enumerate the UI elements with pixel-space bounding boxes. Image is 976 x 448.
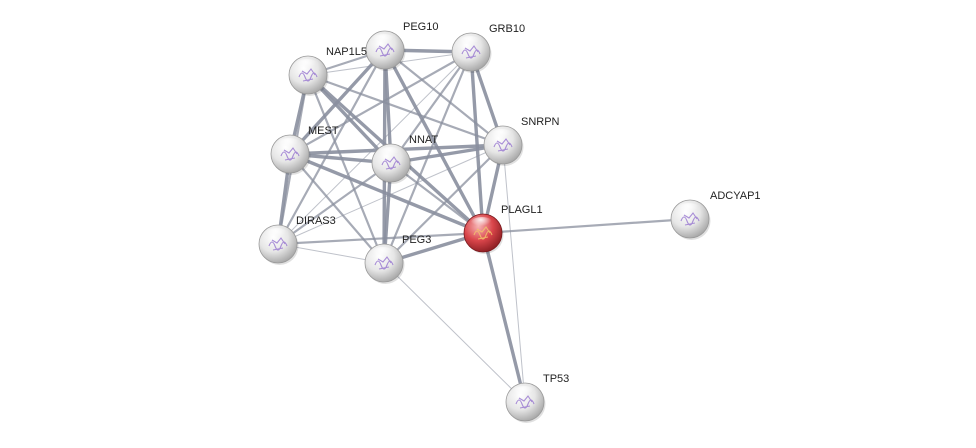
node-peg10[interactable]: PEG10 bbox=[365, 21, 438, 71]
node-label: ADCYAP1 bbox=[710, 190, 761, 202]
node-label: SNRPN bbox=[521, 116, 560, 128]
edge-snrpn-peg3[interactable] bbox=[382, 143, 505, 265]
edge-nap1l5-peg3[interactable] bbox=[306, 73, 386, 265]
edge-peg3-tp53[interactable] bbox=[383, 262, 526, 403]
edge-plagl1-diras3[interactable] bbox=[276, 231, 485, 246]
edge-peg10-snrpn[interactable] bbox=[383, 48, 505, 147]
node-grb10[interactable]: GRB10 bbox=[451, 23, 525, 73]
node-gloss bbox=[277, 138, 301, 152]
edge-nnat-diras3[interactable] bbox=[276, 161, 393, 246]
node-label: NAP1L5 bbox=[326, 46, 367, 58]
node-gloss bbox=[458, 36, 482, 50]
node-gloss bbox=[372, 34, 396, 48]
edge-snrpn-tp53[interactable] bbox=[502, 144, 526, 403]
node-label: PEG10 bbox=[403, 21, 438, 33]
node-gloss bbox=[265, 228, 289, 242]
node-label: PLAGL1 bbox=[501, 204, 543, 216]
node-label: MEST bbox=[308, 125, 339, 137]
node-mest[interactable]: MEST bbox=[270, 125, 339, 175]
node-gloss bbox=[295, 59, 319, 73]
edge-mest-plagl1[interactable] bbox=[288, 152, 485, 235]
node-label: DIRAS3 bbox=[296, 215, 336, 227]
node-label: PEG3 bbox=[402, 234, 431, 246]
node-plagl1[interactable]: PLAGL1 bbox=[463, 204, 543, 254]
edge-grb10-plagl1[interactable] bbox=[469, 50, 485, 235]
edge-grb10-nnat[interactable] bbox=[389, 50, 473, 165]
edge-mest-peg3[interactable] bbox=[288, 152, 386, 265]
node-nap1l5[interactable]: NAP1L5 bbox=[288, 46, 367, 96]
node-gloss bbox=[512, 386, 536, 400]
edge-nap1l5-snrpn[interactable] bbox=[306, 73, 505, 147]
node-snrpn[interactable]: SNRPN bbox=[483, 116, 560, 166]
node-gloss bbox=[378, 147, 402, 161]
edge-grb10-diras3[interactable] bbox=[277, 51, 472, 245]
node-gloss bbox=[470, 217, 494, 231]
edge-plagl1-tp53[interactable] bbox=[481, 231, 527, 404]
edge-grb10-mest[interactable] bbox=[288, 50, 473, 156]
node-gloss bbox=[371, 247, 395, 261]
node-diras3[interactable]: DIRAS3 bbox=[258, 215, 336, 265]
node-gloss bbox=[490, 129, 514, 143]
node-label: GRB10 bbox=[489, 23, 525, 35]
edge-snrpn-diras3[interactable] bbox=[277, 144, 504, 245]
edge-peg10-mest[interactable] bbox=[288, 48, 387, 156]
edge-plagl1-adcyap1[interactable] bbox=[481, 217, 692, 235]
node-tp53[interactable]: TP53 bbox=[505, 373, 569, 423]
node-gloss bbox=[677, 203, 701, 217]
node-label: TP53 bbox=[543, 373, 569, 385]
node-label: NNAT bbox=[409, 134, 438, 146]
node-peg3[interactable]: PEG3 bbox=[364, 234, 431, 284]
node-nnat[interactable]: NNAT bbox=[371, 134, 438, 184]
edge-peg10-diras3[interactable] bbox=[276, 48, 387, 246]
node-adcyap1[interactable]: ADCYAP1 bbox=[670, 190, 761, 240]
